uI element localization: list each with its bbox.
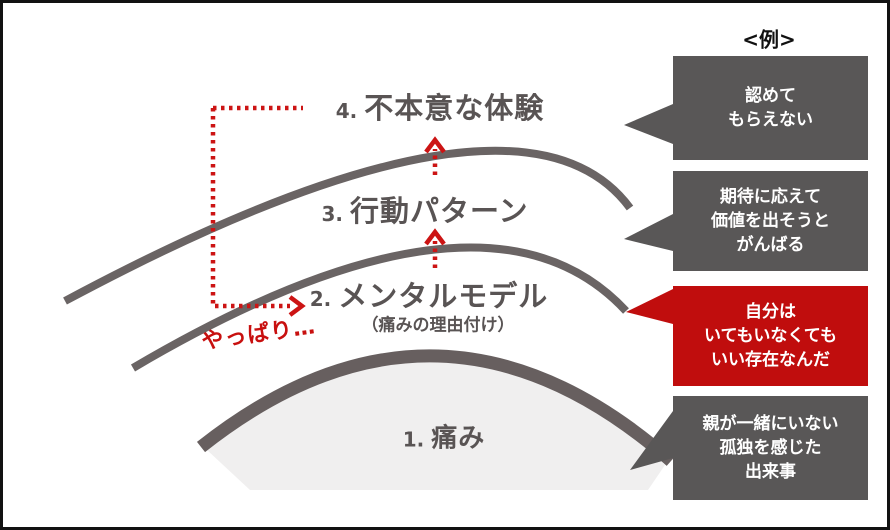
layer-text-3: 行動パターン xyxy=(349,194,529,228)
callout-lonely-event: 親が一緒にいない 孤独を感じた 出来事 xyxy=(673,396,868,500)
layer-number-1: 1. xyxy=(402,427,425,452)
callout-meet-expectations: 期待に応えて 価値を出そうと がんばる xyxy=(673,171,868,271)
layer-number-2: 2. xyxy=(309,287,332,311)
callout-tail-1 xyxy=(624,104,673,144)
up-arrow-1-head-icon xyxy=(424,136,446,154)
layer-text-4: 不本意な体験 xyxy=(364,91,545,125)
layer-text-2: メンタルモデル xyxy=(338,279,549,313)
pain-dome-arc xyxy=(196,349,676,466)
example-heading: <例> xyxy=(742,27,796,52)
arcs-and-arrows-graphic xyxy=(63,104,676,490)
callout-dont-matter: 自分は いてもいなくても いい存在なんだ xyxy=(673,286,868,386)
layer-number-3: 3. xyxy=(321,202,343,226)
layer-label-mental-model: 2. メンタルモデル xyxy=(310,273,549,315)
callout-tail-2 xyxy=(624,214,673,251)
layer-label-unintended-experience: 4. 不本意な体験 xyxy=(336,85,545,127)
callout-not-acknowledged: 認めて もらえない xyxy=(673,56,868,160)
callout-tail-3 xyxy=(626,289,673,324)
up-arrow-2-head-icon xyxy=(424,228,446,246)
layer-label-pain: 1. 痛み xyxy=(403,418,486,455)
layer-text-1: 痛み xyxy=(431,423,486,454)
callout-tail-4 xyxy=(630,411,673,470)
layer-label-behavior-pattern: 3. 行動パターン xyxy=(321,188,528,230)
pain-dome-fill xyxy=(207,359,665,490)
layer-number-4: 4. xyxy=(335,99,358,123)
feedback-right-arrowhead-icon xyxy=(288,295,306,317)
mental-model-subtitle: （痛みの理由付け） xyxy=(361,315,515,336)
